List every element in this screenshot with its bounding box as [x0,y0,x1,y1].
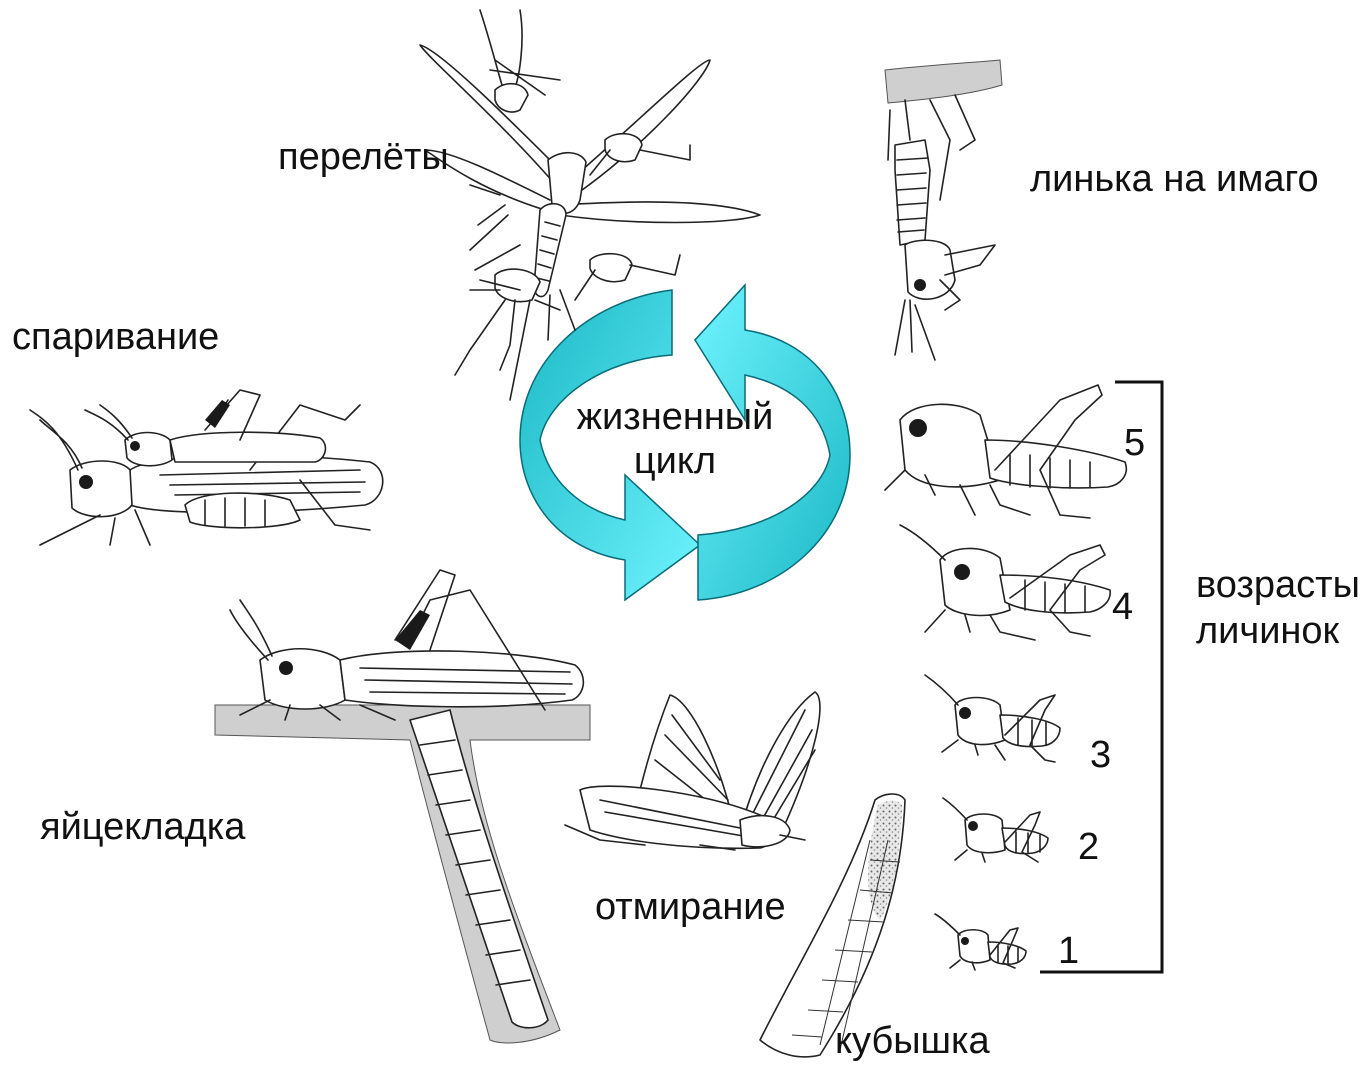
instar-number-1: 1 [1058,932,1079,970]
stage-label-instars-line1: возрасты [1196,566,1360,604]
stage-label-egg-pod: кубышка [835,1022,990,1060]
instar-number-4: 4 [1112,588,1133,626]
stage-label-dying: отмирание [595,888,786,926]
center-label-line2: цикл [560,439,790,483]
dying-locust-illustration [565,692,820,850]
mating-locusts-illustration [30,390,383,545]
instar-number-3: 3 [1090,736,1111,774]
nymph-illustration [885,385,1126,970]
instar-number-5: 5 [1124,424,1145,462]
life-cycle-center-label: жизненный цикл [560,395,790,483]
molting-locust-illustration [885,60,1002,360]
stage-label-mating: спаривание [12,318,219,356]
stage-label-oviposition: яйцекладка [40,808,245,846]
instar-number-2: 2 [1078,828,1099,866]
stage-label-instars-line2: личинок [1196,612,1339,650]
center-label-line1: жизненный [560,395,790,439]
stage-label-molt: линька на имаго [1030,160,1319,198]
ovipositing-locust-illustration [215,570,590,1043]
stage-label-flights: перелёты [278,138,449,176]
